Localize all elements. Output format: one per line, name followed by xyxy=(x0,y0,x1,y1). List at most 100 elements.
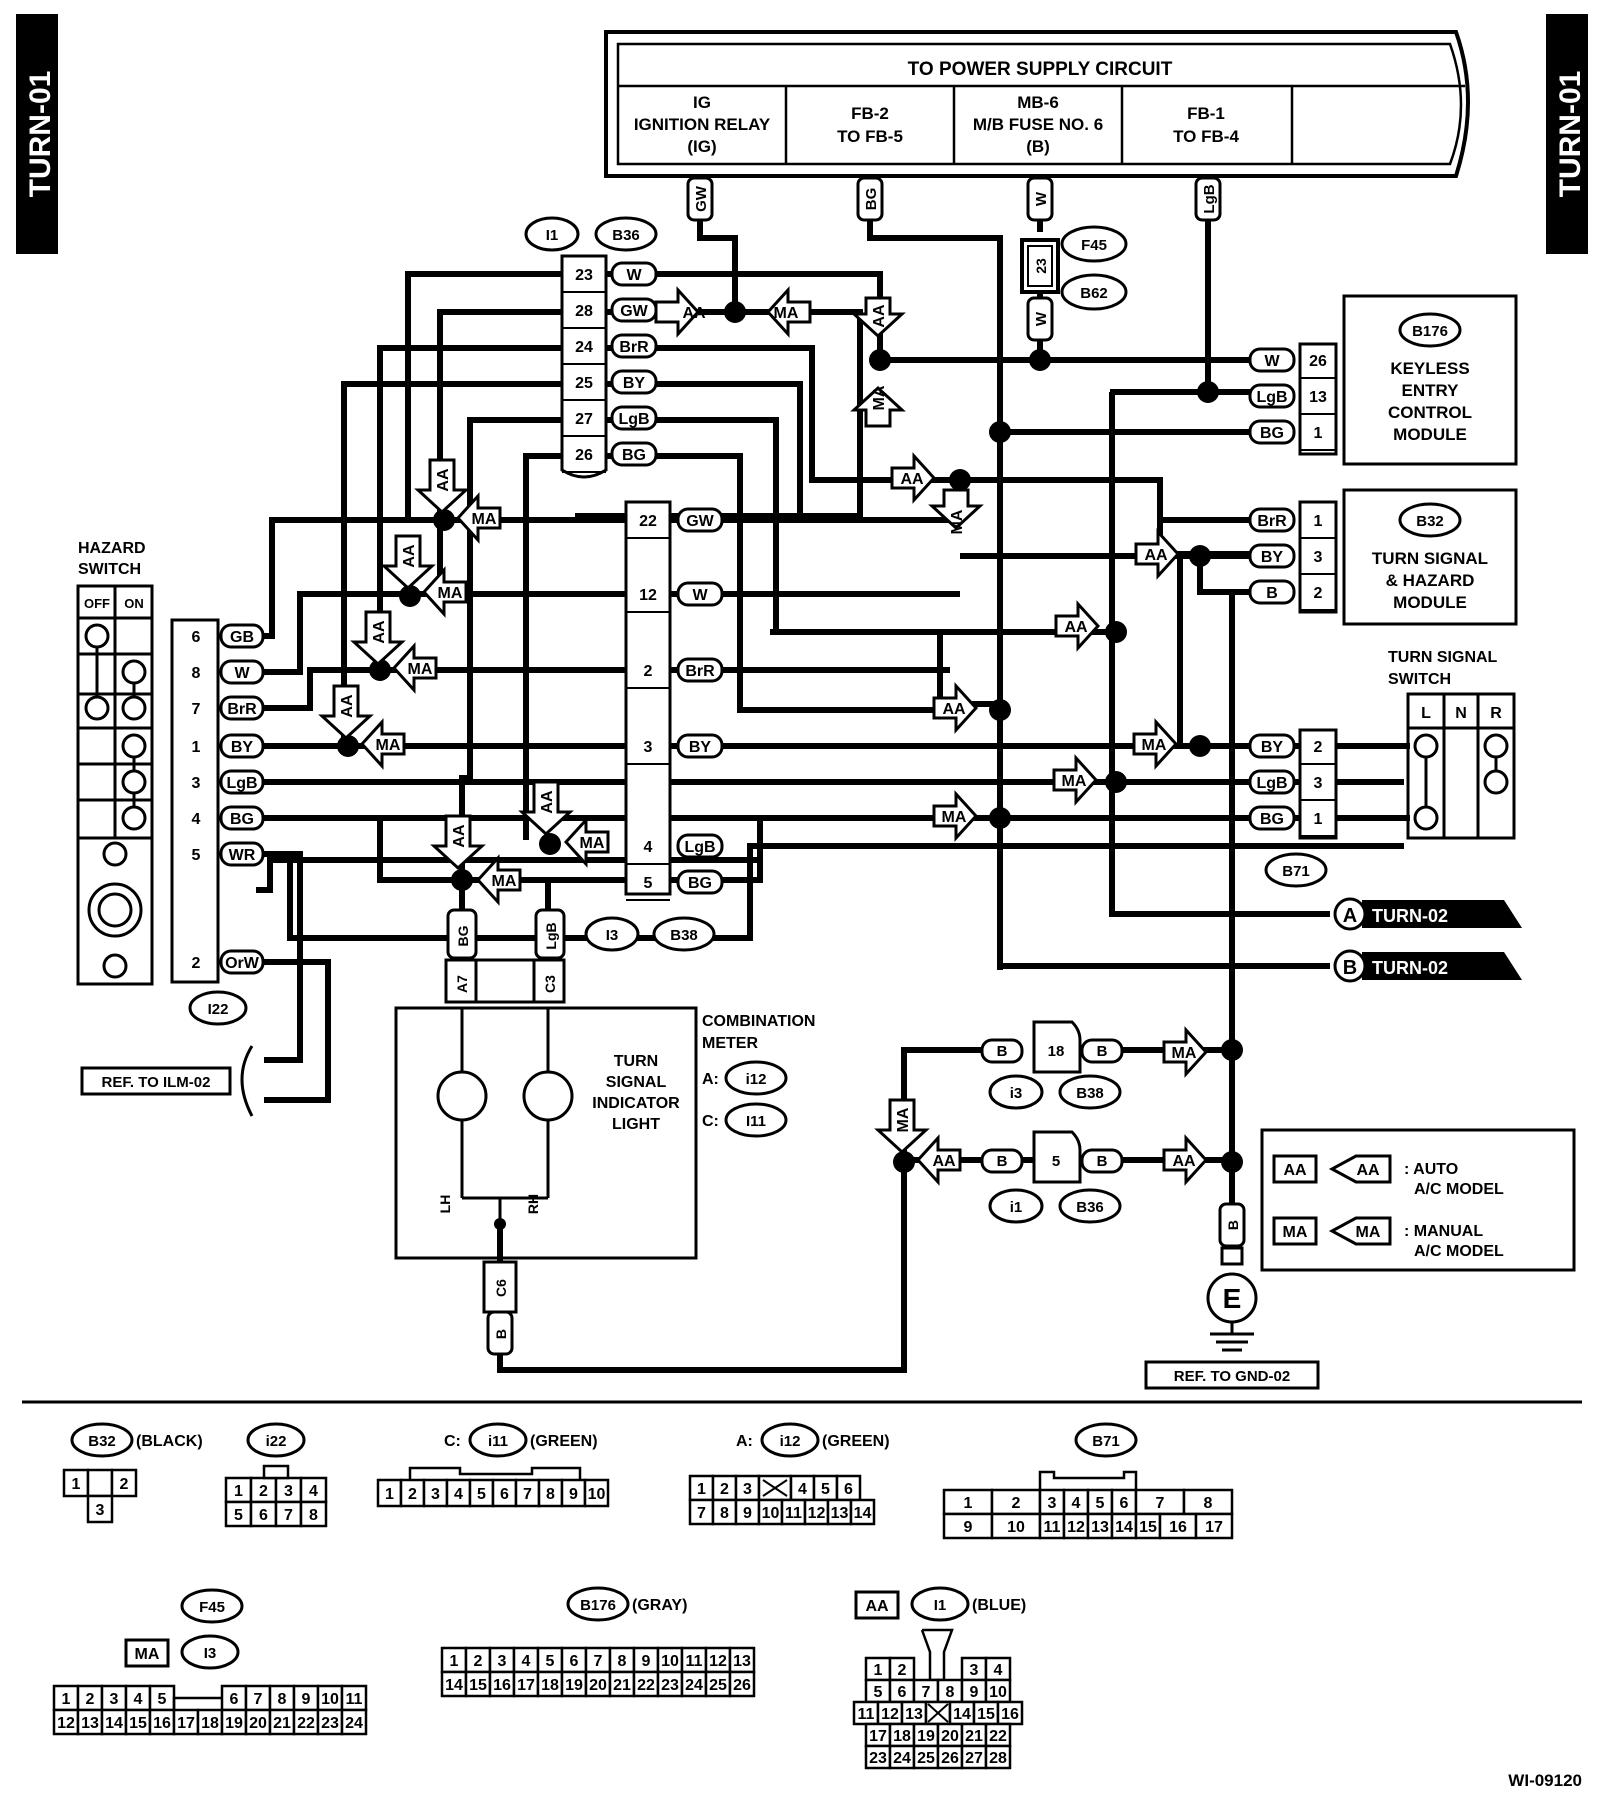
i1-label: I1 xyxy=(546,227,559,244)
mk-ma-3: MA xyxy=(949,509,966,534)
hazard-off: OFF xyxy=(84,596,110,611)
i22-pin-5: 5 xyxy=(234,1507,243,1524)
i1b-pin-11: 11 xyxy=(858,1706,875,1723)
turn-module-pin-3: 3 xyxy=(1314,549,1323,566)
ps-mb6-3: (B) xyxy=(1026,137,1050,156)
i11-label: I11 xyxy=(746,1113,766,1130)
f45-cell xyxy=(316,1708,344,1736)
b176-pin-19: 19 xyxy=(565,1677,583,1694)
f45-pin-20: 20 xyxy=(249,1715,267,1732)
hazard-on: ON xyxy=(124,596,144,611)
hazard-8-wire: W xyxy=(234,665,250,682)
hazard-pin-1: 1 xyxy=(192,739,201,756)
offpage-connectors xyxy=(1333,897,1522,983)
i11-pin-4: 4 xyxy=(454,1486,463,1503)
mk-aa-7: AA xyxy=(339,694,356,718)
turn-switch-2-wire: BY xyxy=(1261,739,1284,756)
ps-fb1-1: FB-1 xyxy=(1187,104,1225,123)
gnd-b38-label: B38 xyxy=(1076,1085,1104,1102)
b176-pin-25: 25 xyxy=(709,1677,727,1694)
b176-pin-17: 17 xyxy=(517,1677,535,1694)
mk-ma-11: MA xyxy=(580,835,605,852)
meter-wire-bg: BG xyxy=(455,925,471,946)
i1-23-tag xyxy=(610,261,658,287)
f45-label: F45 xyxy=(1081,237,1107,254)
b36-label: B36 xyxy=(612,227,640,244)
hazard-pin-6: 6 xyxy=(192,629,201,646)
b71-pin-2: 2 xyxy=(1012,1495,1021,1512)
f45-pin-6: 6 xyxy=(230,1691,239,1708)
i11-pin-7: 7 xyxy=(523,1486,532,1503)
legend-aa-text-2: A/C MODEL xyxy=(1414,1181,1504,1198)
b176-label: B176 xyxy=(1412,323,1448,340)
mk-aa-12: AA xyxy=(539,790,556,814)
i3-12-wire: W xyxy=(692,587,708,604)
mk-aa-4: AA xyxy=(435,468,452,492)
keyless-title-4: MODULE xyxy=(1393,425,1467,444)
bv-i11-color: (GREEN) xyxy=(530,1433,598,1450)
mk-ma-12: MA xyxy=(492,873,517,890)
offpage-a-letter: A xyxy=(1343,905,1357,927)
b176-cell xyxy=(464,1646,492,1674)
bv-i1-color: (BLUE) xyxy=(972,1597,1026,1614)
f45-pin-8: 8 xyxy=(278,1691,287,1708)
gnd-w1-right: B xyxy=(1097,1043,1108,1060)
f45-cell xyxy=(292,1708,320,1736)
b71-pin-6: 6 xyxy=(1120,1495,1129,1512)
i11-cell xyxy=(583,1478,610,1508)
ps-fb2-1: FB-2 xyxy=(851,104,889,123)
hazard-7-wire: BrR xyxy=(227,701,257,718)
gnd-i3-label: i3 xyxy=(1010,1085,1023,1102)
mk-ma-8: MA xyxy=(1142,737,1167,754)
turn-module-pin-2: 2 xyxy=(1314,585,1323,602)
turn-module-title-1: TURN SIGNAL xyxy=(1372,549,1488,568)
f45-cell xyxy=(196,1708,224,1736)
i1b-pin-4: 4 xyxy=(994,1662,1003,1679)
hazard-title-2: SWITCH xyxy=(78,561,141,578)
i1b-pin-13: 13 xyxy=(905,1706,923,1723)
b176-pin-5: 5 xyxy=(546,1653,555,1670)
turn-switch-pin-3: 3 xyxy=(1314,775,1323,792)
i22-pin-6: 6 xyxy=(259,1507,268,1524)
f45-cell xyxy=(340,1684,368,1712)
bv-b176-color: (GRAY) xyxy=(632,1597,687,1614)
i3-pin-4: 4 xyxy=(644,839,653,856)
turn-module-pin-1: 1 xyxy=(1314,513,1323,530)
turn-module-3-tag xyxy=(1248,543,1296,569)
figure-id: WI-09120 xyxy=(1508,1771,1582,1790)
bottom-connector-ovals xyxy=(70,1422,1138,1670)
b176-pin-9: 9 xyxy=(642,1653,651,1670)
light-title-4: LIGHT xyxy=(612,1116,660,1133)
ts-col-r: R xyxy=(1490,705,1502,722)
combo-a: A: xyxy=(702,1071,719,1088)
b176-pin-10: 10 xyxy=(661,1653,679,1670)
i3-3-tag xyxy=(676,733,724,759)
f45-pin-24: 24 xyxy=(345,1715,363,1732)
gnd-w2-left: B xyxy=(997,1153,1008,1170)
wires xyxy=(256,212,1410,1373)
b71-pin-1: 1 xyxy=(964,1495,973,1512)
f45-pin-23: 23 xyxy=(321,1715,339,1732)
offpage-a-ref: TURN-02 xyxy=(1372,906,1448,926)
mk-ma-13: MA xyxy=(1172,1045,1197,1062)
rh-label: RH xyxy=(525,1194,541,1214)
hazard-pin-3: 3 xyxy=(192,775,201,792)
i3-pin-3: 3 xyxy=(644,739,653,756)
i11-pin-8: 8 xyxy=(546,1486,555,1503)
b71-pin-7: 7 xyxy=(1156,1495,1165,1512)
mk-aa-5: AA xyxy=(401,544,418,568)
hazard-3-tag xyxy=(219,769,265,795)
side-tab-left-label: TURN-01 xyxy=(24,71,57,198)
ref-ilm-box xyxy=(80,1045,254,1117)
legend-aa-box: AA xyxy=(1283,1162,1307,1179)
hazard-4-wire: BG xyxy=(230,811,254,828)
mk-ma-2: MA xyxy=(871,385,888,410)
f45-pin-21: 21 xyxy=(273,1715,291,1732)
mk-aa-14: AA xyxy=(1172,1153,1196,1170)
f45-pin-10: 10 xyxy=(321,1691,339,1708)
bv-i3: I3 xyxy=(204,1645,217,1662)
mk-aa-8: AA xyxy=(1144,547,1168,564)
turn-module-title-3: MODULE xyxy=(1393,593,1467,612)
side-tab-left: TURN-01 xyxy=(16,14,58,254)
i1b-pin-19: 19 xyxy=(917,1728,935,1745)
